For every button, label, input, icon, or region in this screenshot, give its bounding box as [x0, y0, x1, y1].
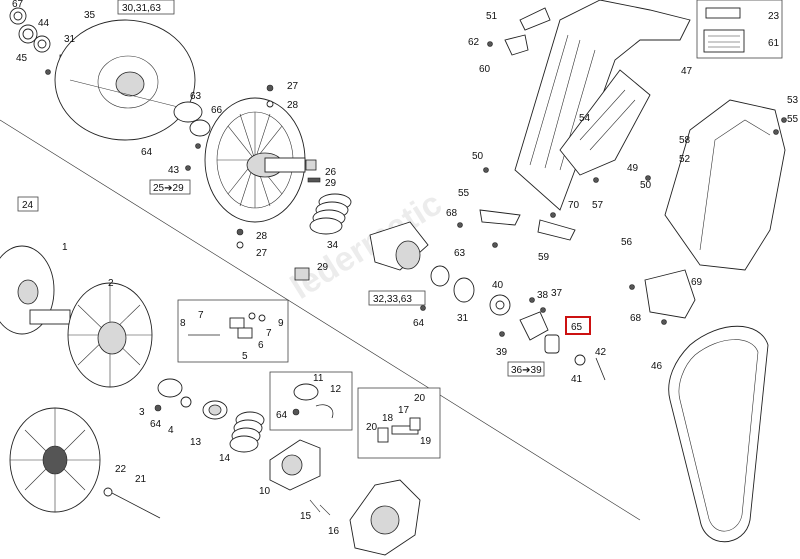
callout-3: 3 [139, 407, 145, 418]
drive-pulley-group [0, 245, 441, 556]
tensioner-group [489, 294, 769, 543]
callout-52: 52 [679, 154, 691, 165]
callout-21: 21 [135, 474, 147, 485]
callout-39: 39 [496, 347, 508, 358]
callout-64d: 64 [276, 410, 288, 421]
callout-8: 8 [180, 318, 186, 329]
callout-31a: 31 [64, 34, 76, 45]
callout-49: 49 [627, 163, 639, 174]
callout-53: 53 [787, 95, 799, 106]
callout-28b: 28 [256, 231, 268, 242]
callout-2: 2 [108, 278, 114, 289]
callout-34: 34 [327, 240, 339, 251]
callout-labels: 67 44 35 30,31,63 31 45 63 66 27 28 64 4… [12, 0, 799, 537]
callout-7b: 7 [266, 328, 272, 339]
callout-1: 1 [62, 242, 68, 253]
callout-10: 10 [259, 486, 271, 497]
callout-64c: 64 [150, 419, 162, 430]
callout-25-29: 25➔29 [153, 183, 184, 194]
callout-55a: 55 [787, 114, 799, 125]
callout-6: 6 [258, 340, 264, 351]
callout-17: 17 [398, 405, 410, 416]
callout-12: 12 [330, 384, 342, 395]
callout-4: 4 [168, 425, 174, 436]
callout-13: 13 [190, 437, 202, 448]
callout-18: 18 [382, 413, 394, 424]
callout-5: 5 [242, 351, 248, 362]
callout-38: 38 [537, 290, 549, 301]
callout-62: 62 [468, 37, 480, 48]
callout-47: 47 [681, 66, 693, 77]
callout-40: 40 [492, 280, 504, 291]
callout-20b: 20 [366, 422, 378, 433]
spring-cam-group [236, 193, 475, 311]
callout-42: 42 [595, 347, 607, 358]
callout-59: 59 [538, 252, 550, 263]
callout-70: 70 [568, 200, 580, 211]
callout-45: 45 [16, 53, 28, 64]
callout-15: 15 [300, 511, 312, 522]
callout-64a: 64 [141, 147, 153, 158]
callout-43: 43 [168, 165, 180, 176]
callout-68a: 68 [446, 208, 458, 219]
callout-32-33-63: 32,33,63 [373, 294, 412, 305]
callout-24: 24 [22, 200, 34, 211]
callout-58: 58 [679, 135, 691, 146]
callout-11: 11 [313, 373, 324, 384]
callout-50a: 50 [472, 151, 484, 162]
callout-14: 14 [219, 453, 231, 464]
callout-19: 19 [420, 436, 432, 447]
callout-41: 41 [571, 374, 583, 385]
callout-37: 37 [551, 288, 563, 299]
callout-60: 60 [479, 64, 491, 75]
callout-9: 9 [278, 318, 284, 329]
callout-26: 26 [325, 167, 337, 178]
callout-27b: 27 [256, 248, 268, 259]
driven-pulley-group [9, 7, 321, 223]
callout-30-31-63: 30,31,63 [122, 3, 161, 14]
callout-61: 61 [768, 38, 780, 49]
section-divider-line [0, 119, 641, 521]
callout-66: 66 [211, 105, 223, 116]
callout-22: 22 [115, 464, 127, 475]
callout-67: 67 [12, 0, 24, 10]
callout-29b: 29 [317, 262, 329, 273]
callout-55b: 55 [458, 188, 470, 199]
callout-29a: 29 [325, 178, 337, 189]
callout-36-39: 36➔39 [511, 365, 542, 376]
callout-28a: 28 [287, 100, 299, 111]
callout-64b: 64 [413, 318, 425, 329]
callout-63a: 63 [190, 91, 202, 102]
callout-35: 35 [84, 10, 96, 21]
callout-31b: 31 [457, 313, 469, 324]
callout-50b: 50 [640, 180, 652, 191]
callout-27a: 27 [287, 81, 299, 92]
callout-20a: 20 [414, 393, 426, 404]
callout-63b: 63 [454, 248, 466, 259]
callout-16: 16 [328, 526, 340, 537]
callout-46: 46 [651, 361, 663, 372]
callout-44: 44 [38, 18, 50, 29]
callout-56: 56 [621, 237, 633, 248]
callout-65: 65 [571, 322, 583, 333]
callout-68b: 68 [630, 313, 642, 324]
callout-69: 69 [691, 277, 703, 288]
callout-54: 54 [579, 113, 591, 124]
callout-57: 57 [592, 200, 604, 211]
decal-box [696, 0, 783, 59]
callout-51: 51 [486, 11, 498, 22]
highlight-box-65 [565, 316, 591, 335]
callout-7: 7 [198, 310, 204, 321]
belt-guard-group [457, 0, 787, 325]
callout-23: 23 [768, 11, 780, 22]
